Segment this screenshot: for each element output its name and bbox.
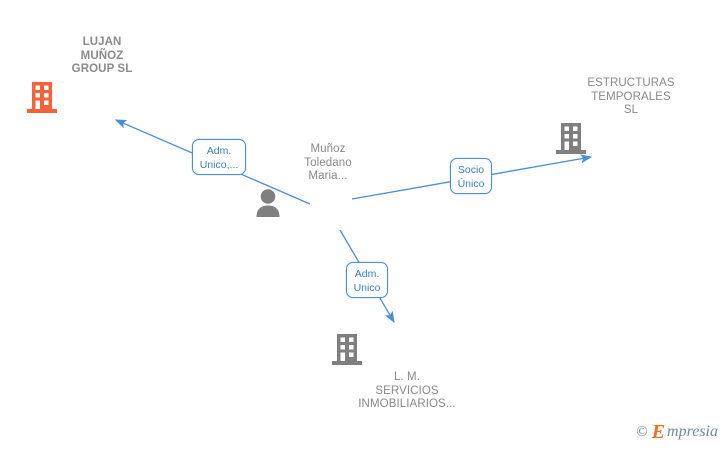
company-building-icon[interactable] [556, 122, 706, 155]
node-lujan-munoz-group[interactable]: LUJAN MUÑOZ GROUP SL [27, 36, 177, 114]
node-label-lujan-munoz-group: LUJAN MUÑOZ GROUP SL [71, 36, 133, 76]
company-building-icon[interactable] [332, 333, 482, 366]
node-label-estructuras-temporales: ESTRUCTURAS TEMPORALES SL [587, 77, 675, 117]
edge-label-adm-unico-lm[interactable]: Adm. Unico [346, 262, 388, 298]
watermark-brand-initial: E [651, 421, 666, 443]
company-building-icon[interactable] [27, 81, 177, 114]
node-munoz-toledano-maria[interactable]: Muñoz Toledano Maria... [253, 143, 403, 217]
edge-label-socio-unico-estructuras[interactable]: Socio Único [450, 158, 492, 194]
node-lm-servicios-inmobiliarios[interactable]: L. M. SERVICIOS INMOBILIARIOS... [332, 333, 482, 412]
person-icon[interactable] [253, 188, 403, 217]
node-label-munoz-toledano-maria: Muñoz Toledano Maria... [304, 143, 352, 183]
node-label-lm-servicios-inmobiliarios: L. M. SERVICIOS INMOBILIARIOS... [358, 371, 456, 411]
copyright-icon: © [636, 423, 648, 440]
watermark-brand-text: mpresia [667, 423, 718, 440]
node-estructuras-temporales[interactable]: ESTRUCTURAS TEMPORALES SL [556, 77, 706, 155]
empresia-watermark: © E mpresia [636, 422, 718, 442]
edge-label-adm-unico-lujan[interactable]: Adm. Unico,... [192, 139, 246, 175]
